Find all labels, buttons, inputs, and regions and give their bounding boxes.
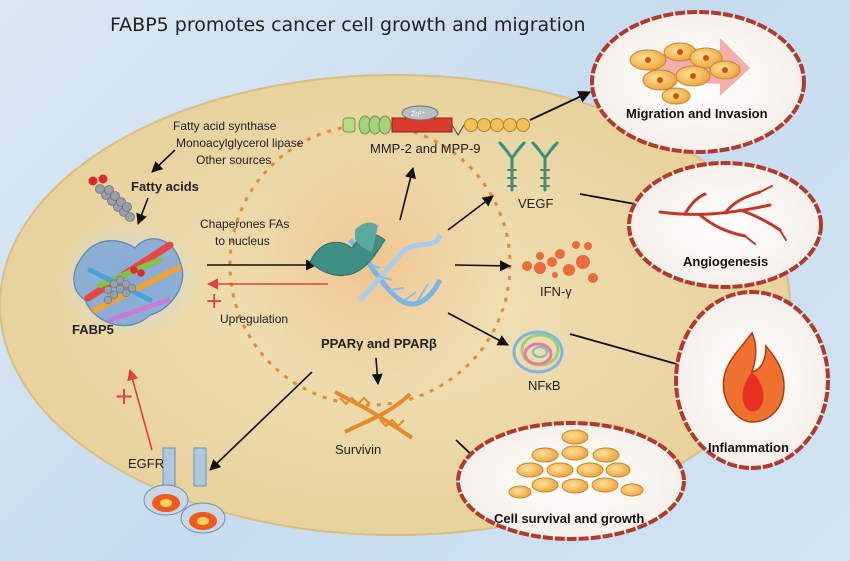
nfkb-complex-icon <box>512 330 564 374</box>
mmp-label: MMP-2 and MPP-9 <box>370 141 481 156</box>
egfr-label: EGFR <box>128 456 164 471</box>
cell-survival-bubble <box>456 421 686 541</box>
mmp-protein-icon <box>342 105 530 137</box>
arrow-ppar-to-survivin <box>371 357 383 386</box>
inflammation-label: Inflammation <box>708 440 789 455</box>
dna-ppar-icon <box>309 222 443 307</box>
ppar-label: PPARγ and PPARβ <box>321 336 437 351</box>
egfr-plus: + <box>114 382 134 410</box>
upregulation-plus: + <box>205 289 223 314</box>
fatty-acid-molecule-icon <box>88 174 135 222</box>
source-other: Other sources <box>196 153 271 167</box>
source-monoacylglycerol-lipase: Monoacylglycerol lipase <box>176 136 304 150</box>
migration-invasion-bubble <box>590 10 806 154</box>
angiogenesis-label: Angiogenesis <box>683 254 768 269</box>
ifn-gamma-label: IFN-γ <box>540 284 572 299</box>
arrow-egfr-to-fabp5 <box>127 368 153 451</box>
chaperones-label-line1: Chaperones FAs <box>200 217 289 231</box>
arrow-sources-to-fatty-acids <box>151 149 176 173</box>
arrow-ppar-to-egfr <box>209 371 313 471</box>
survivin-label: Survivin <box>335 442 381 457</box>
vegf-receptor-icon <box>498 141 559 192</box>
egfr-receptor-icon <box>143 447 226 534</box>
zn-label: Zn²⁺ <box>411 111 426 118</box>
cell-survival-label: Cell survival and growth <box>494 511 644 526</box>
arrow-ppar-to-nfkb <box>447 312 509 346</box>
upregulation-label: Upregulation <box>220 312 288 326</box>
page-title: FABP5 promotes cancer cell growth and mi… <box>110 14 586 36</box>
arrow-mmp-to-migration <box>529 91 592 121</box>
ifn-gamma-molecules-icon <box>522 241 598 283</box>
arrow-ppar-to-ifn <box>454 260 512 272</box>
vegf-label: VEGF <box>518 196 553 211</box>
arrow-ppar-to-mmp <box>399 166 416 221</box>
inflammation-bubble <box>674 290 830 470</box>
fabp5-protein-icon <box>58 218 202 342</box>
nfkb-label: NFκB <box>528 378 561 393</box>
migration-invasion-label: Migration and Invasion <box>626 106 768 121</box>
chaperones-label-line2: to nucleus <box>215 234 270 248</box>
survivin-protein-icon <box>334 390 414 440</box>
arrow-ppar-to-vegf <box>447 195 494 231</box>
angiogenesis-bubble <box>627 161 823 289</box>
fabp5-label: FABP5 <box>72 322 114 337</box>
fatty-acids-label: Fatty acids <box>131 179 199 194</box>
source-fatty-acid-synthase: Fatty acid synthase <box>173 119 277 133</box>
